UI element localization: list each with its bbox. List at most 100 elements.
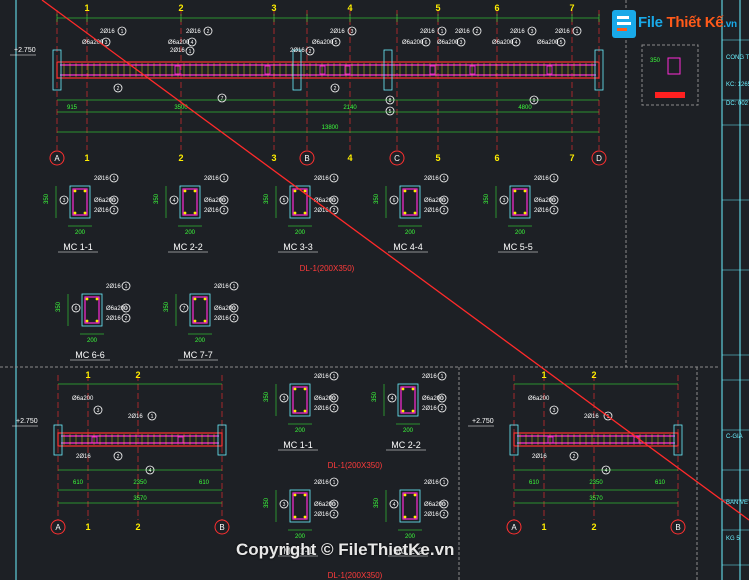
rebar-callout: 2Ø16 [214,284,229,290]
rebar-tag [219,195,229,205]
section-height: 350 [374,497,380,508]
section-width: 200 [75,230,86,236]
rebar-tag-number: 5 [335,40,338,46]
rebar-tag [439,205,449,215]
rebar-tag-number: 1 [443,176,446,182]
rebar-tag-number: 1 [151,414,154,420]
rebar-tag-number: 1 [233,284,236,290]
concrete-outline [399,489,421,523]
rebar-tag-number: 2 [333,512,336,518]
rebar-callout: 2Ø16 [584,414,599,420]
rebar-callout: 2Ø16 [100,29,115,35]
concrete-outline [289,489,311,523]
rebar-dot [183,189,187,193]
rebar-callout: 2Ø16 [314,176,329,182]
rebar-tag [499,195,509,205]
axis-bubble [299,150,315,166]
rebar-dot [513,211,517,215]
rebar-tag-number: 3 [105,40,108,46]
rebar-tag [387,393,397,403]
axis-number: 7 [569,153,574,163]
rebar-tag [439,173,449,183]
rebar-callout: 2Ø16 [330,29,345,35]
section-width: 200 [185,230,196,236]
rebar-tag [556,37,566,47]
rebar-dot [523,189,527,193]
rebar-dot [411,409,415,413]
rebar-tag-number: D [124,306,128,312]
stirrup [402,188,418,216]
rebar-tag [117,26,127,36]
axis-number: 2 [135,370,140,380]
rebar-tag-number: 3 [283,502,286,508]
rebar-tag [93,405,103,415]
rebar-tag [331,37,341,47]
span-dimension: 610 [73,480,84,486]
rebar-tag [219,205,229,215]
stirrup-callout: Ø6a200 [168,40,190,46]
rebar-tag-number: 5 [283,198,286,204]
rebar-tag-number: D [332,502,336,508]
rebar-tag [389,195,399,205]
rebar-tag [421,37,431,47]
axis-bubble [506,519,522,535]
rebar-tag-number: 4 [391,396,394,402]
rebar-tag [329,173,339,183]
rebar-tag [527,26,537,36]
rebar-tag-number: 5 [389,109,392,115]
stirrup-callout: Ø6a200 [402,40,424,46]
concrete-outline [289,383,311,417]
rebar-tag [113,83,123,93]
rebar-dot [413,189,417,193]
stirrup-callout: Ø6a200 [314,502,336,508]
rebar-tag-number: 2 [333,208,336,214]
axis-number: 5 [435,3,440,13]
rebar-callout: 2Ø16 [314,512,329,518]
copyright-watermark: Copyright © FileThietKe.vn [236,540,455,559]
rebar-tag [456,37,466,47]
rebar-tag-number: 6 [425,40,428,46]
axis-label: B [675,523,680,532]
rebar-tag-number: 1 [125,284,128,290]
section-width: 200 [405,230,416,236]
rebar-dot [403,189,407,193]
rebar-tag-number: 1 [576,29,579,35]
diagonal-markup-line [41,0,749,521]
rebar-tag-number: 2 [223,208,226,214]
rebar-tag-number: 1 [333,480,336,486]
rebar-tag [329,403,339,413]
stirrup [192,296,208,324]
rebar-tag [109,173,119,183]
span-dimension: 3500 [174,105,188,111]
beam-title: DL-1(200X350) [328,461,383,470]
section-label: MC 7-7 [183,350,213,360]
rebar-tag [437,371,447,381]
span-dimension: 610 [199,480,210,486]
section-height: 350 [164,301,170,312]
rebar-dot [85,297,89,301]
rebar-tag-number: 2 [207,29,210,35]
rebar-tag [109,195,119,205]
rebar-tag [549,405,559,415]
rebar-tag [385,106,395,116]
axis-number: 2 [178,3,183,13]
axis-number: 1 [84,3,89,13]
rebar-tag-number: D [332,396,336,402]
rebar-tag-number: 4 [515,40,518,46]
beam-title: DL-1(200X350) [300,264,355,273]
rebar-callout: 2Ø16 [314,480,329,486]
span-dimension: 610 [655,480,666,486]
rebar-tag [329,509,339,519]
rebar-tag-number: 2 [309,49,312,55]
column-stub [292,49,302,91]
rebar-tag [437,393,447,403]
rebar-tag [511,37,521,47]
rebar-tag [179,303,189,313]
span-dimension: 2350 [133,480,147,486]
stirrup [182,188,198,216]
axis-label: B [304,154,309,163]
rebar-dot [403,493,407,497]
total-dimension: 3570 [133,496,147,502]
